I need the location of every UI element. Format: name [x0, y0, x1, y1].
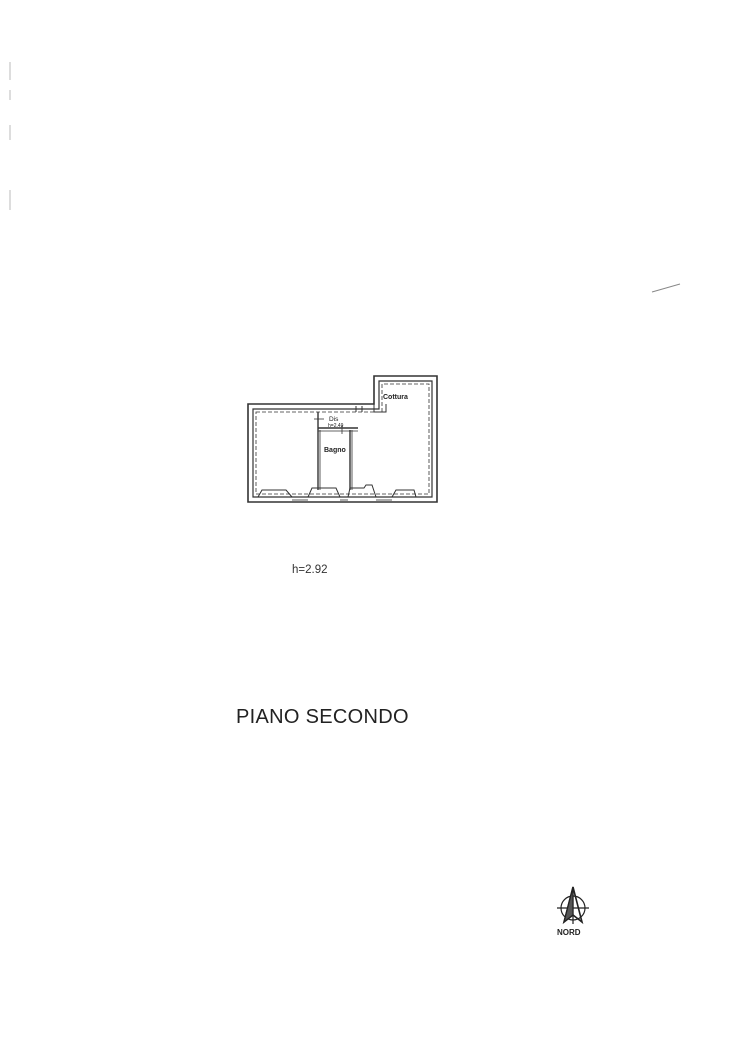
- room-label-bathroom: Bagno: [324, 447, 346, 454]
- room-height-hallway: h=2.49: [328, 423, 344, 429]
- room-labels: Cottura Dis h=2.49 Bagno: [324, 394, 408, 454]
- floor-height: h=2.92: [292, 564, 328, 576]
- room-label-hallway: Dis: [329, 416, 339, 423]
- scan-marks: [9, 62, 681, 293]
- plan-walls: [247, 375, 438, 503]
- compass-label: NORD: [557, 928, 581, 937]
- room-label-kitchen: Cottura: [383, 394, 408, 401]
- north-arrow-icon: [557, 886, 589, 925]
- floor-title: PIANO SECONDO: [236, 706, 409, 728]
